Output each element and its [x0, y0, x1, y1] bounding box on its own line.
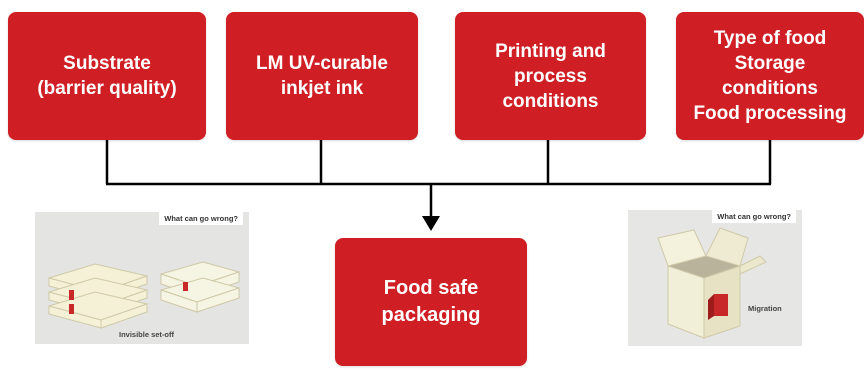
input-box-ink: LM UV-curable inkjet ink	[226, 12, 418, 140]
box-line: Food safe	[383, 277, 479, 299]
box-line: Storage	[734, 53, 806, 74]
result-box-food-safe-packaging: Food safe packaging	[335, 238, 527, 366]
box-line: conditions	[721, 78, 819, 99]
box-line: (barrier quality)	[37, 78, 177, 99]
what-can-go-wrong-label: What can go wrong?	[159, 212, 243, 225]
open-box-illustration	[628, 210, 802, 346]
box-line: packaging	[381, 304, 481, 326]
box-line: LM UV-curable	[256, 53, 388, 74]
migration-caption: Migration	[748, 304, 782, 313]
box-line: inkjet ink	[280, 78, 364, 99]
invisible-set-off-caption: Invisible set-off	[119, 330, 175, 339]
photo-invisible-set-off: What can go wrong? Invisible set-off	[35, 212, 249, 344]
input-box-substrate: Substrate (barrier quality)	[8, 12, 206, 140]
box-line: Printing and	[495, 40, 606, 62]
box-line: Substrate	[63, 53, 151, 74]
box-line: process	[514, 65, 587, 87]
box-line: Type of food	[713, 28, 827, 49]
stacked-trays-illustration	[35, 212, 249, 344]
what-can-go-wrong-label: What can go wrong?	[712, 210, 796, 223]
box-line: Food processing	[693, 103, 847, 124]
photo-migration: What can go wrong? Migration	[628, 210, 802, 346]
input-box-food: Type of food Storage conditions Food pro…	[676, 12, 864, 140]
input-box-printing: Printing and process conditions	[455, 12, 646, 140]
box-line: conditions	[502, 90, 599, 112]
arrow-head-icon	[422, 216, 440, 231]
